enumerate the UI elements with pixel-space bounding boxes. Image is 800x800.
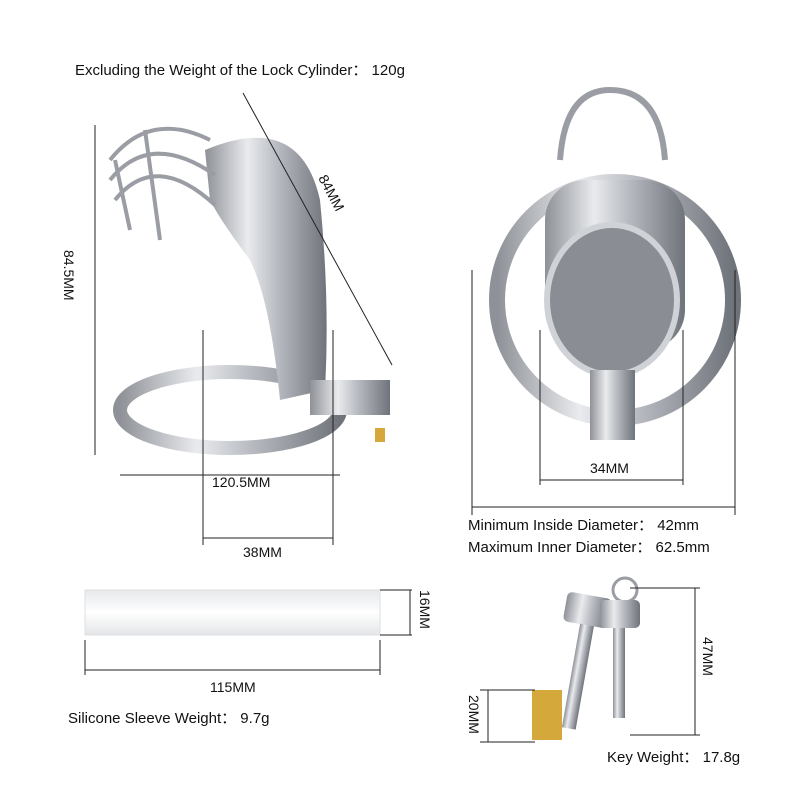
cage-tube (205, 137, 327, 400)
key-head-2 (600, 600, 640, 628)
dim-38mm: 38MM (243, 544, 282, 560)
sleeve-weight-label: Silicone Sleeve Weight： 9.7g (68, 710, 270, 727)
dim-16mm: 16MM (417, 590, 433, 629)
front-cage-top (557, 86, 668, 161)
key-ring (611, 576, 639, 604)
keys-and-cylinder (532, 576, 640, 740)
front-lock (590, 370, 635, 440)
dim-115mm: 115MM (210, 679, 256, 695)
lock-housing (310, 380, 390, 415)
dim-34mm: 34MM (590, 460, 629, 476)
dim-20mm: 20MM (466, 695, 482, 734)
key-blade-2 (613, 628, 625, 718)
cage-bars (108, 126, 217, 241)
key-head-1 (563, 592, 612, 628)
cage-side-view (108, 126, 390, 455)
cage-front-view (489, 86, 741, 440)
lock-cylinder (375, 428, 385, 442)
lock-weight-label: Excluding the Weight of the Lock Cylinde… (75, 62, 405, 79)
dim-line-84 (242, 92, 393, 366)
dim-84-5mm: 84.5MM (61, 250, 77, 301)
silicone-sleeve (84, 589, 381, 636)
dim-120-5mm: 120.5MM (212, 474, 270, 490)
lock-cylinder-brass (532, 690, 562, 740)
key-blade-1 (561, 623, 594, 730)
max-diameter-label: Maximum Inner Diameter： 62.5mm (468, 539, 710, 556)
min-diameter-label: Minimum Inside Diameter： 42mm (468, 517, 699, 534)
key-weight-label: Key Weight： 17.8g (607, 749, 740, 766)
dim-47mm: 47MM (700, 637, 716, 676)
tube-opening (544, 222, 680, 378)
